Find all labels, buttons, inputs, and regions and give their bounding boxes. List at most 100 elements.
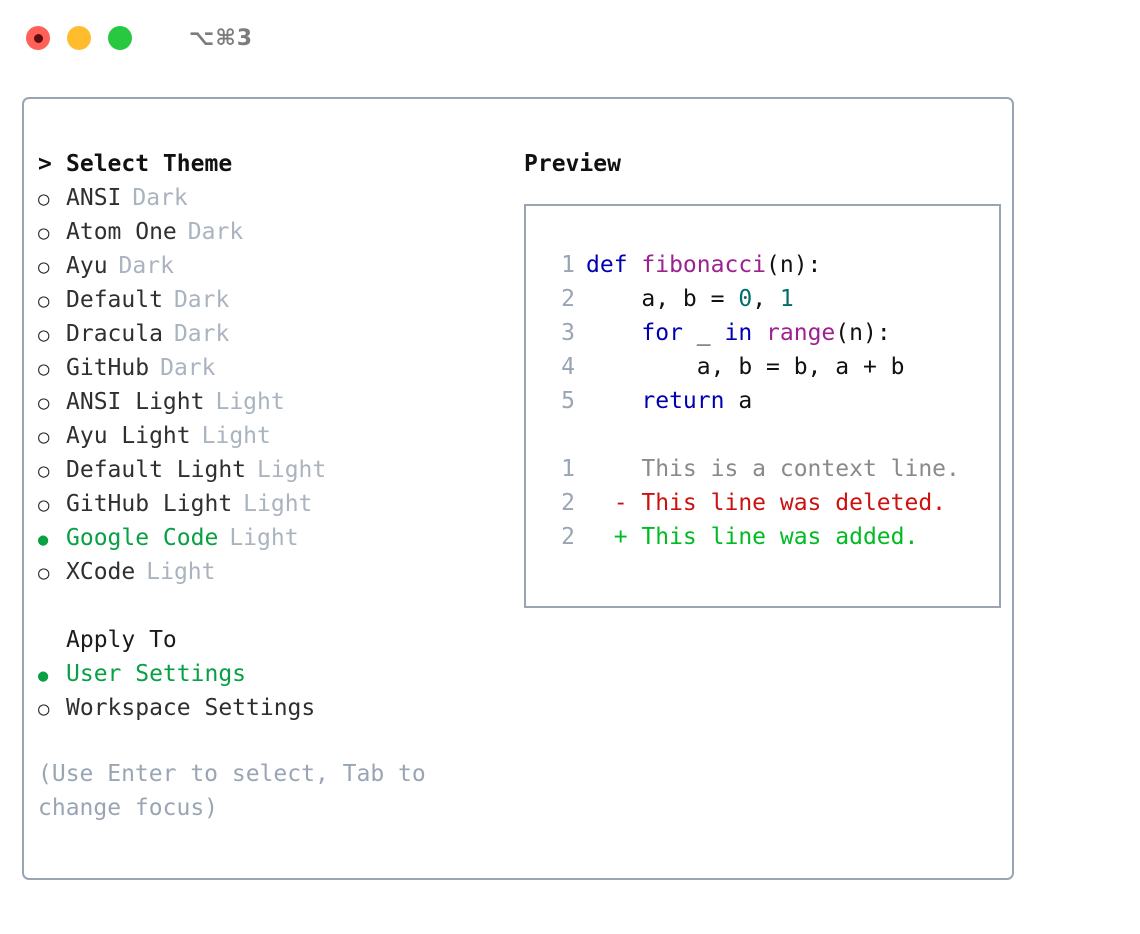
code-line: 5 return a	[544, 384, 999, 418]
code-line: 2 a, b = 0, 1	[544, 282, 999, 316]
theme-name-label: Atom One	[66, 219, 177, 245]
theme-name-label: GitHub Light	[66, 491, 233, 517]
code-line-text: a, b = 0, 1	[575, 282, 794, 316]
close-button[interactable]	[26, 26, 50, 50]
diff-line: 2 + This line was added.	[544, 520, 999, 554]
theme-variant-tag: Dark	[118, 253, 174, 279]
diff-line: 1 This is a context line.	[544, 452, 999, 486]
theme-list-item[interactable]: ○ Atom One Dark	[38, 215, 498, 249]
theme-list-item[interactable]: ○ GitHub Dark	[38, 351, 498, 385]
theme-name-label: Google Code	[66, 525, 219, 551]
line-number: 2	[561, 524, 575, 550]
code-token-kw: def	[586, 252, 642, 278]
diff-line: 2 - This line was deleted.	[544, 486, 999, 520]
theme-picker-heading: > Select Theme	[38, 147, 498, 181]
code-line: 3 for _ in range(n):	[544, 316, 999, 350]
apply-to-list: ● User Settings ○Workspace Settings	[38, 657, 498, 725]
theme-list-item[interactable]: ○ Default Dark	[38, 283, 498, 317]
theme-name-label: Default	[66, 287, 163, 313]
radio-unselected-icon: ○	[38, 460, 50, 482]
code-token-fn: fibonacci	[641, 252, 767, 278]
code-token-num: 1	[779, 286, 794, 312]
theme-variant-tag: Light	[201, 423, 271, 449]
theme-variant-tag: Dark	[173, 287, 230, 313]
theme-name-label: Default Light	[66, 457, 247, 483]
code-line-text: a, b = b, a + b	[575, 350, 905, 384]
theme-list-item[interactable]: ○ Ayu Dark	[38, 249, 498, 283]
theme-name-label: Ayu Light	[66, 423, 191, 449]
radio-unselected-icon: ○	[38, 188, 50, 210]
apply-to-item[interactable]: ● User Settings	[38, 657, 498, 691]
theme-list-item[interactable]: ○ ANSI Dark	[38, 181, 498, 215]
radio-unselected-icon: ○	[38, 324, 50, 346]
apply-to-label: User Settings	[66, 661, 247, 687]
code-line: 4 a, b = b, a + b	[544, 350, 999, 384]
apply-to-heading: Apply To	[38, 623, 498, 657]
section-spacer	[38, 589, 498, 623]
recording-indicator-icon	[33, 33, 43, 43]
theme-variant-tag: Dark	[132, 185, 188, 211]
code-token-punc: (n):	[766, 252, 822, 278]
code-token-id: a, b =	[586, 286, 739, 312]
theme-name-label: ANSI Light	[66, 389, 205, 415]
radio-unselected-icon: ○	[38, 222, 50, 244]
theme-list-item[interactable]: ○ Ayu Light Light	[38, 419, 498, 453]
radio-unselected-icon: ○	[38, 392, 50, 414]
maximize-button[interactable]	[108, 26, 132, 50]
line-number: 4	[561, 354, 575, 380]
theme-variant-tag: Dark	[173, 321, 230, 347]
theme-name-label: ANSI	[66, 185, 122, 211]
code-token-kw: in	[724, 320, 767, 346]
theme-variant-tag: Dark	[160, 355, 216, 381]
title-bar: ⌥⌘3	[0, 0, 1140, 76]
minimize-button[interactable]	[67, 26, 91, 50]
theme-variant-tag: Light	[146, 559, 216, 585]
theme-list-item[interactable]: ○ Dracula Dark	[38, 317, 498, 351]
preview-title: Preview	[524, 151, 621, 177]
line-number: 2	[561, 286, 575, 312]
code-line-text: def fibonacci(n):	[575, 248, 821, 282]
line-number: 2	[561, 490, 575, 516]
radio-unselected-icon: ○	[38, 358, 50, 380]
theme-variant-tag: Light	[257, 457, 327, 483]
theme-variant-tag: Light	[215, 389, 285, 415]
radio-unselected-icon: ○	[38, 426, 50, 448]
prompt-caret-icon: >	[38, 151, 52, 177]
radio-unselected-icon: ○	[38, 256, 50, 278]
theme-name-label: GitHub	[66, 355, 150, 381]
radio-unselected-icon: ○	[38, 290, 50, 312]
keyboard-hint: (Use Enter to select, Tab to change focu…	[38, 761, 440, 821]
window-controls	[26, 26, 132, 50]
theme-name-label: Ayu	[66, 253, 108, 279]
code-token-num: 0	[738, 286, 753, 312]
code-token-punc: ,	[752, 286, 780, 312]
code-token-id: _	[696, 320, 725, 346]
radio-selected-icon: ●	[38, 666, 49, 686]
theme-list-item[interactable]: ○ Default Light Light	[38, 453, 498, 487]
line-number: 5	[561, 388, 575, 414]
apply-to-item[interactable]: ○Workspace Settings	[38, 691, 498, 725]
radio-unselected-icon: ○	[38, 494, 50, 516]
shortcut-label: ⌥⌘3	[189, 25, 254, 51]
theme-list-item[interactable]: ○ ANSI Light Light	[38, 385, 498, 419]
line-number: 3	[561, 320, 575, 346]
line-number: 1	[561, 456, 575, 482]
diff-line-text: - This line was deleted.	[586, 490, 947, 516]
code-diff-spacer	[544, 418, 999, 452]
radio-unselected-icon: ○	[38, 698, 50, 720]
theme-name-label: Dracula	[66, 321, 163, 347]
theme-picker-heading-label: Select Theme	[66, 151, 233, 177]
code-line-text: return a	[575, 384, 752, 418]
line-number: 1	[561, 252, 575, 278]
theme-variant-tag: Dark	[187, 219, 244, 245]
code-token-kw: for	[586, 320, 697, 346]
